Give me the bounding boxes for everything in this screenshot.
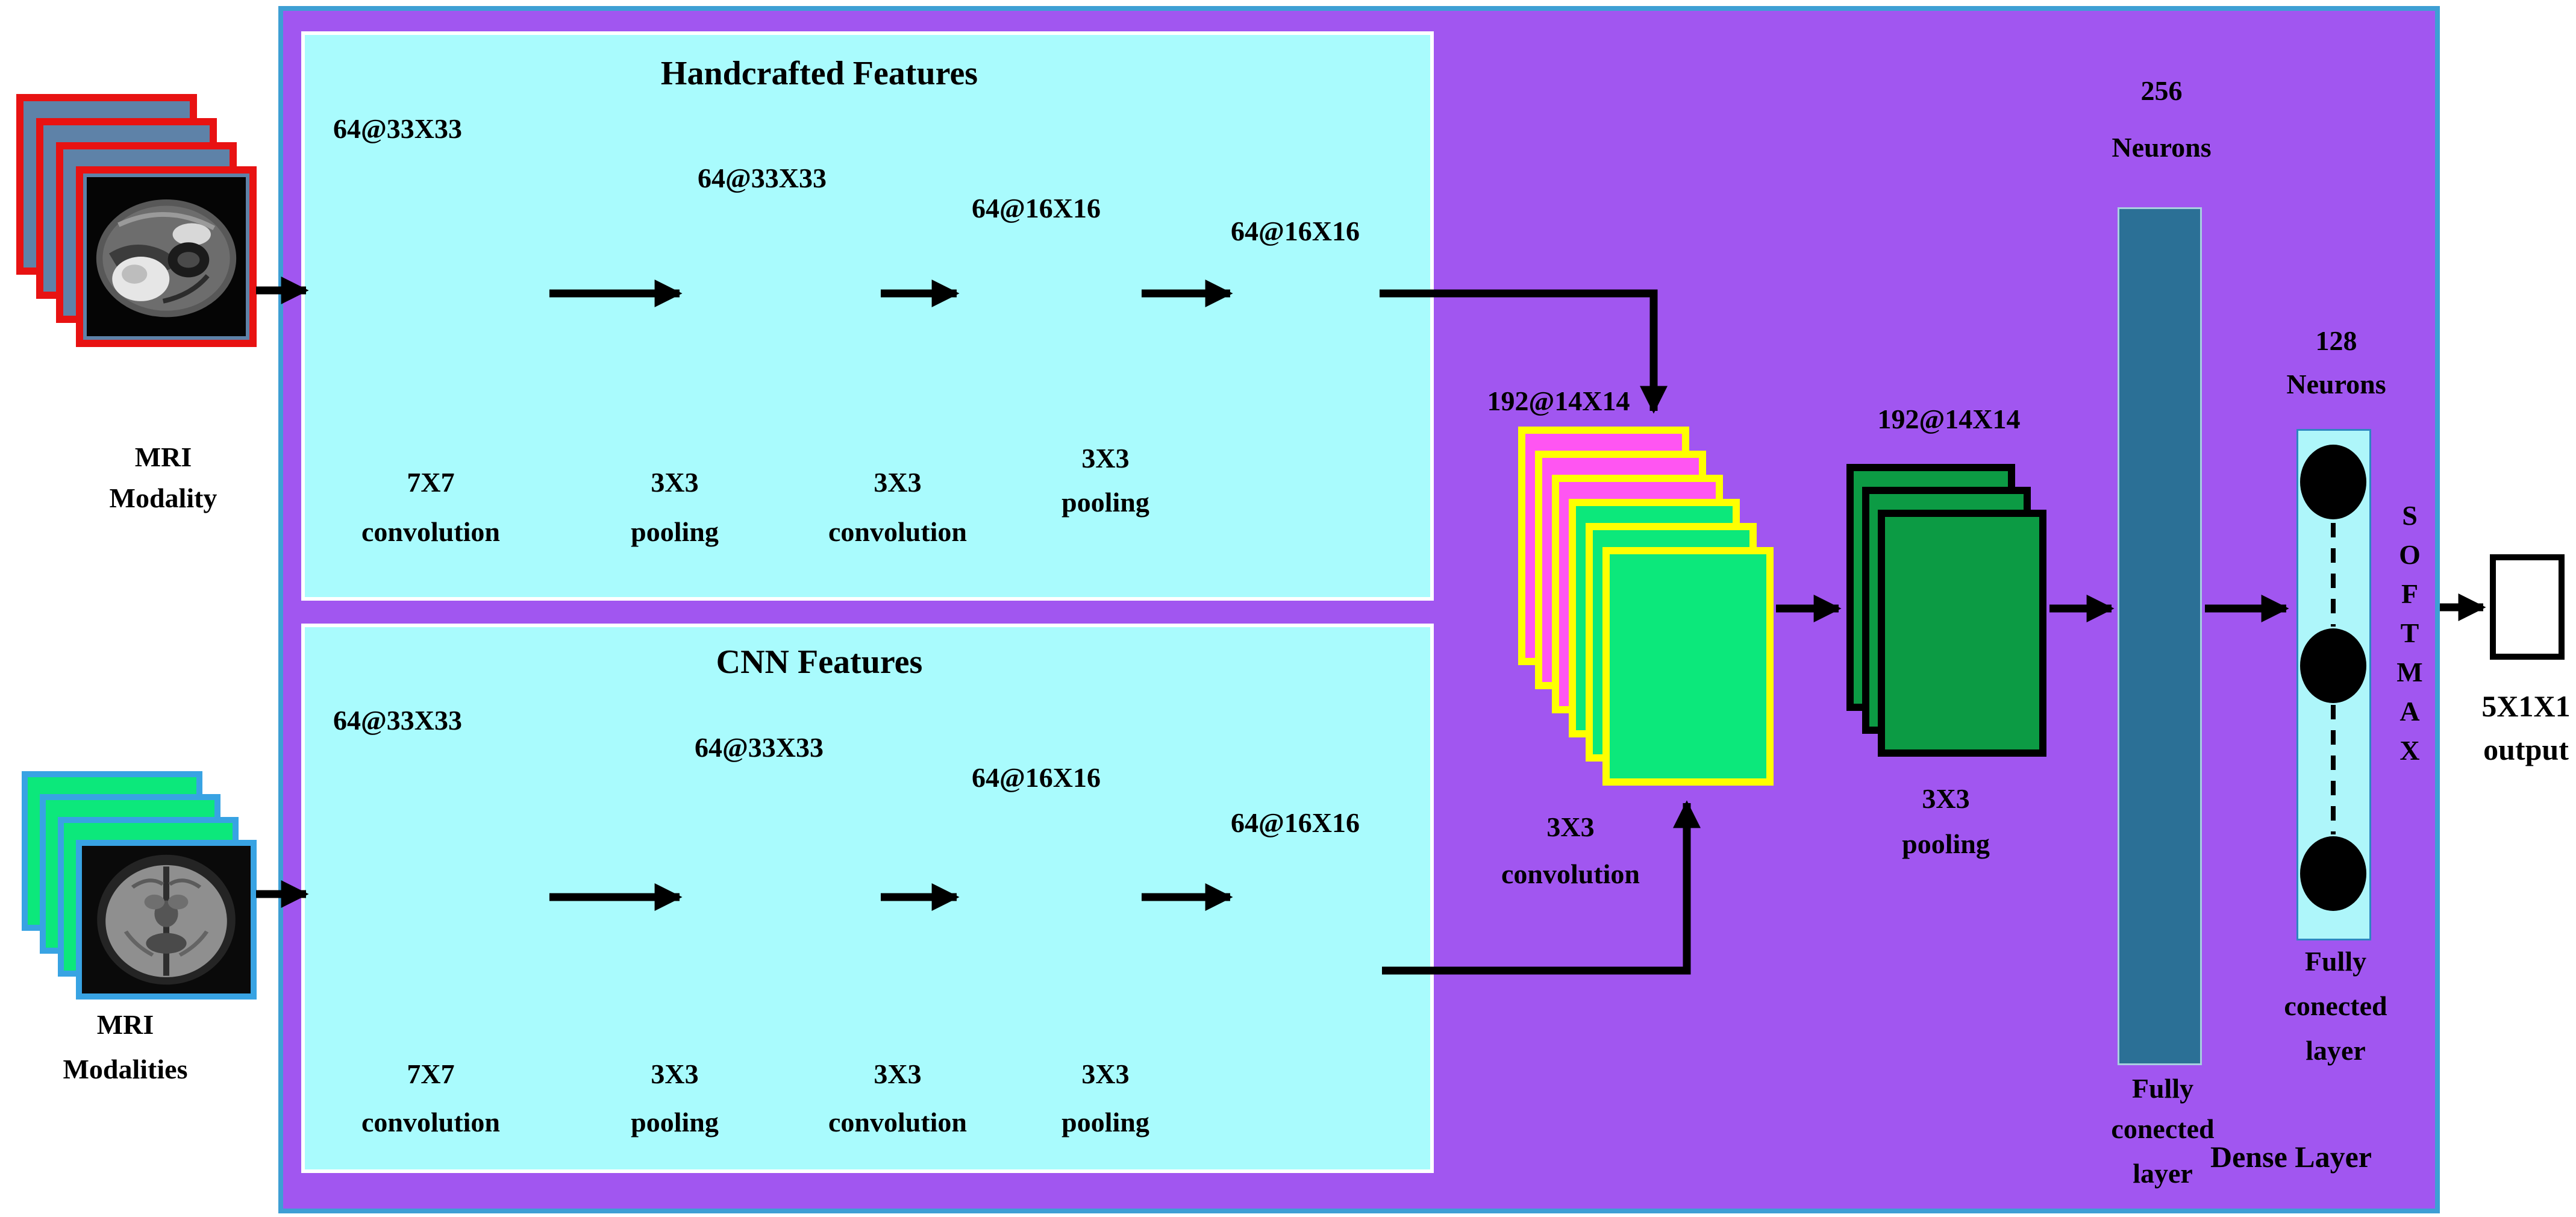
cnn-stack2-size: 64@33X33: [694, 732, 824, 763]
hc-op1-type: convolution: [361, 516, 501, 547]
cnn-op1-type: convolution: [361, 1107, 501, 1137]
mri-modalities-label-line2: Modalities: [63, 1054, 188, 1084]
hc-op2-type: pooling: [631, 516, 719, 547]
fc1-caption-line1: Fully: [2131, 1073, 2194, 1104]
neuron-node: [2300, 628, 2366, 703]
output-box: [2490, 554, 2565, 660]
cnn-op2-type: pooling: [631, 1107, 719, 1137]
hc-stack1-size: 64@33X33: [333, 113, 462, 144]
neuron-node: [2300, 445, 2366, 519]
cnn-stack1-size: 64@33X33: [333, 705, 462, 736]
fc2-caption-line1: Fully: [2304, 946, 2367, 977]
fc2-caption-line2: conected: [2284, 990, 2387, 1021]
neuron-node: [2300, 836, 2366, 911]
hc-op4-type: pooling: [1061, 487, 1149, 518]
mri-modality-label-line2: Modality: [109, 483, 217, 513]
cnn-op3-type: convolution: [828, 1107, 968, 1137]
hc-stack4-size: 64@16X16: [1230, 216, 1360, 246]
cnn-op4-type: pooling: [1061, 1107, 1149, 1137]
pool-op-kernel: 3X3: [1922, 783, 1970, 814]
mri-modality-label-line1: MRI: [134, 442, 192, 472]
hc-op4-kernel: 3X3: [1081, 443, 1130, 474]
fc1-caption-line3: layer: [2133, 1158, 2193, 1189]
hc-op3-type: convolution: [828, 516, 968, 547]
mri-brain-image-tumor: [76, 166, 257, 347]
mri-brain-image: [76, 840, 257, 1000]
hc-op2-kernel: 3X3: [651, 467, 699, 498]
softmax-letter: X: [2399, 735, 2420, 766]
mri-modalities-label-line1: MRI: [96, 1009, 154, 1040]
feature-slice: [1878, 510, 2046, 757]
cnn-stack4-size: 64@16X16: [1230, 807, 1360, 838]
feature-slice: [1602, 547, 1774, 786]
softmax-letter: S: [2402, 500, 2418, 531]
arrow-cnn-to-fusion: [1382, 800, 1701, 975]
arrow-hc-to-fusion: [1380, 289, 1668, 414]
pool-op-type: pooling: [1902, 828, 1990, 859]
fusion-op-type: convolution: [1501, 859, 1640, 889]
cnn-op4-kernel: 3X3: [1081, 1059, 1130, 1089]
fusion-op-kernel: 3X3: [1546, 812, 1595, 842]
softmax-letter: M: [2396, 657, 2423, 687]
cnn-op2-kernel: 3X3: [651, 1059, 699, 1089]
output-size: 5X1X1: [2481, 689, 2571, 723]
hc-stack2-size: 64@33X33: [697, 163, 827, 193]
fc1-count: 256: [2140, 75, 2183, 106]
handcrafted-title: Handcrafted Features: [660, 55, 978, 92]
fc2-unit: Neurons: [2286, 369, 2386, 399]
cnn-stack3-size: 64@16X16: [971, 762, 1101, 793]
fc1-unit: Neurons: [2112, 132, 2212, 163]
fc1-bar: [2118, 207, 2202, 1065]
softmax-letter: T: [2400, 618, 2419, 648]
cnn-title: CNN Features: [716, 643, 923, 681]
softmax-letter: A: [2399, 696, 2420, 727]
fusion-size: 192@14X14: [1487, 386, 1630, 416]
fc2-caption-line3: layer: [2306, 1035, 2366, 1066]
hc-op1-kernel: 7X7: [407, 467, 455, 498]
hc-op3-kernel: 3X3: [874, 467, 922, 498]
hc-stack3-size: 64@16X16: [971, 193, 1101, 224]
cnn-op1-kernel: 7X7: [407, 1059, 455, 1089]
cnn-features-box: [301, 624, 1434, 1173]
pool-size: 192@14X14: [1877, 404, 2021, 434]
output-label: output: [2483, 733, 2569, 766]
dense-layer-label: Dense Layer: [2210, 1140, 2372, 1174]
fc2-count: 128: [2315, 325, 2357, 356]
cnn-op3-kernel: 3X3: [874, 1059, 922, 1089]
fc1-caption-line2: conected: [2111, 1113, 2215, 1144]
softmax-letter: F: [2401, 578, 2419, 609]
softmax-letter: O: [2399, 539, 2421, 570]
handcrafted-features-box: [301, 31, 1434, 601]
